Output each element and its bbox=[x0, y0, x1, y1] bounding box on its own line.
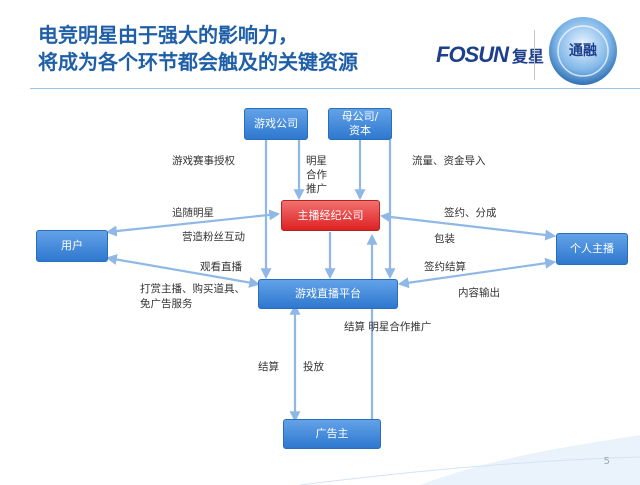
label-star-cooperation: 明星合作推广 bbox=[306, 155, 327, 195]
node-personal-streamer[interactable]: 个人主播 bbox=[556, 233, 628, 265]
label-traffic-capital: 流量、资金导入 bbox=[412, 155, 486, 167]
title-divider bbox=[30, 88, 640, 89]
page-number: 5 bbox=[603, 456, 610, 467]
arrow-users-platform bbox=[105, 254, 261, 288]
label-sign-share: 签约、分成 bbox=[444, 207, 497, 219]
slide-title: 电竞明星由于强大的影响力， 将成为各个环节都会触及的关键资源 bbox=[38, 22, 358, 76]
fosun-wordmark: FOSUN bbox=[436, 42, 509, 67]
arrow-agency-streamer bbox=[379, 211, 557, 241]
fosun-logo: FOSUN 复星 bbox=[436, 40, 544, 70]
tongrong-badge-icon: 通融 bbox=[549, 17, 617, 85]
arrow-platform-streamer bbox=[397, 257, 557, 289]
node-game-company[interactable]: 游戏公司 bbox=[244, 108, 308, 140]
label-sign-settle: 签约结算 bbox=[424, 261, 466, 273]
logo-divider bbox=[534, 30, 535, 80]
label-follow-stars: 追随明星 bbox=[172, 207, 214, 219]
node-advertiser[interactable]: 广告主 bbox=[283, 419, 381, 449]
label-invest: 投放 bbox=[303, 361, 324, 373]
label-content-output: 内容输出 bbox=[458, 287, 500, 299]
node-users[interactable]: 用户 bbox=[36, 230, 108, 262]
label-tip-buy: 打赏主播、购买道具、免广告服务 bbox=[140, 283, 245, 310]
bottom-wave-decoration bbox=[299, 435, 640, 485]
badge-text: 通融 bbox=[569, 42, 597, 59]
fosun-cn-name: 复星 bbox=[512, 47, 545, 66]
node-parent-company[interactable]: 母公司/资本 bbox=[328, 108, 392, 140]
label-packaging: 包装 bbox=[434, 233, 455, 245]
node-platform[interactable]: 游戏直播平台 bbox=[258, 279, 398, 309]
label-settle-star-coop: 结算 明星合作推广 bbox=[344, 321, 432, 333]
arrow-users-agency bbox=[105, 209, 281, 237]
label-esports-license: 游戏赛事授权 bbox=[172, 155, 235, 167]
node-agency[interactable]: 主播经纪公司 bbox=[281, 200, 380, 231]
title-line-2: 将成为各个环节都会触及的关键资源 bbox=[38, 50, 358, 74]
label-settle: 结算 bbox=[258, 361, 279, 373]
label-watch-live: 观看直播 bbox=[200, 261, 242, 273]
title-line-1: 电竞明星由于强大的影响力， bbox=[38, 23, 298, 47]
label-fan-interaction: 营造粉丝互动 bbox=[182, 231, 245, 243]
